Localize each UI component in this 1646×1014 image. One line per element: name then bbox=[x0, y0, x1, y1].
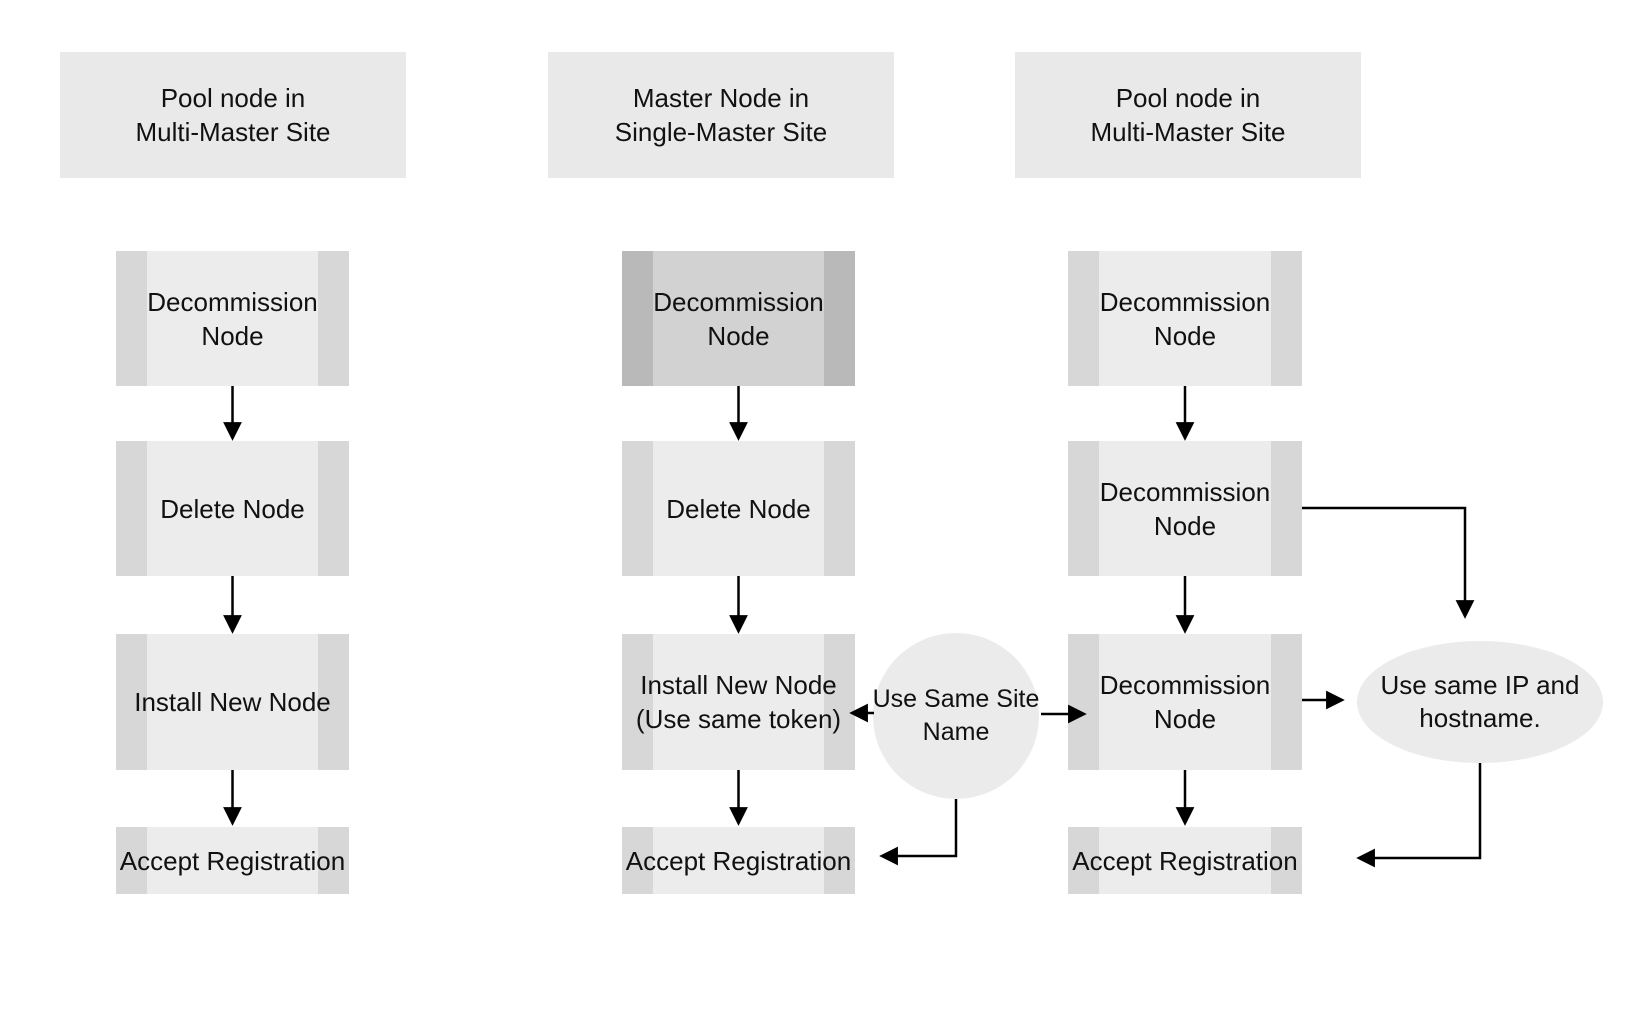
node-label: Decommission Node bbox=[653, 286, 824, 351]
annotation-label: Use Same Site Name bbox=[872, 685, 1040, 746]
col2-accept-registration: Accept Registration bbox=[622, 827, 855, 894]
node-label: Accept Registration bbox=[119, 845, 346, 876]
annotation-label: Use same IP and hostname. bbox=[1380, 670, 1580, 733]
col2-install-new-node: Install New Node (Use same token) bbox=[622, 634, 855, 770]
col1-delete-node: Delete Node bbox=[116, 441, 349, 576]
node-label: Decommission Node bbox=[1099, 670, 1271, 734]
col2-decommission-node: Decommission Node bbox=[622, 251, 855, 386]
node-label: Delete Node bbox=[666, 493, 811, 524]
arrow-ellipse-to-col3-accept bbox=[1356, 763, 1482, 868]
header-pool-multimaster-left: Pool node in Multi-Master Site bbox=[60, 52, 406, 178]
header-master-singlemaster: Master Node in Single-Master Site bbox=[548, 52, 894, 178]
node-label: Delete Node bbox=[160, 493, 305, 524]
header-label: Master Node in Single-Master Site bbox=[614, 83, 828, 147]
header-label: Pool node in Multi-Master Site bbox=[1090, 83, 1286, 147]
col3-accept-registration: Accept Registration bbox=[1068, 827, 1302, 894]
circle-use-same-site-name: Use Same Site Name bbox=[873, 633, 1039, 799]
col1-decommission-node: Decommission Node bbox=[116, 251, 349, 386]
node-label: Decommission Node bbox=[1099, 286, 1271, 351]
node-label: Install New Node (Use same token) bbox=[635, 670, 842, 734]
header-label: Pool node in Multi-Master Site bbox=[135, 83, 331, 147]
arrow-circle-to-col2-accept bbox=[879, 799, 958, 866]
col3-decommission-node-2: Decommission Node bbox=[1068, 441, 1302, 576]
arrow-col3-to-ellipse-top bbox=[1302, 506, 1475, 619]
ellipse-use-same-ip-hostname: Use same IP and hostname. bbox=[1357, 641, 1603, 763]
col3-decommission-node-1: Decommission Node bbox=[1068, 251, 1302, 386]
col1-install-new-node: Install New Node bbox=[116, 634, 349, 770]
node-label: Install New Node bbox=[134, 687, 331, 717]
col3-decommission-node-3: Decommission Node bbox=[1068, 634, 1302, 770]
node-label: Decommission Node bbox=[147, 286, 318, 351]
col2-delete-node: Delete Node bbox=[622, 441, 855, 576]
node-label: Accept Registration bbox=[1072, 845, 1298, 876]
node-label: Accept Registration bbox=[625, 845, 852, 876]
node-label: Decommission Node bbox=[1099, 476, 1271, 541]
header-pool-multimaster-right: Pool node in Multi-Master Site bbox=[1015, 52, 1361, 178]
col1-accept-registration: Accept Registration bbox=[116, 827, 349, 894]
